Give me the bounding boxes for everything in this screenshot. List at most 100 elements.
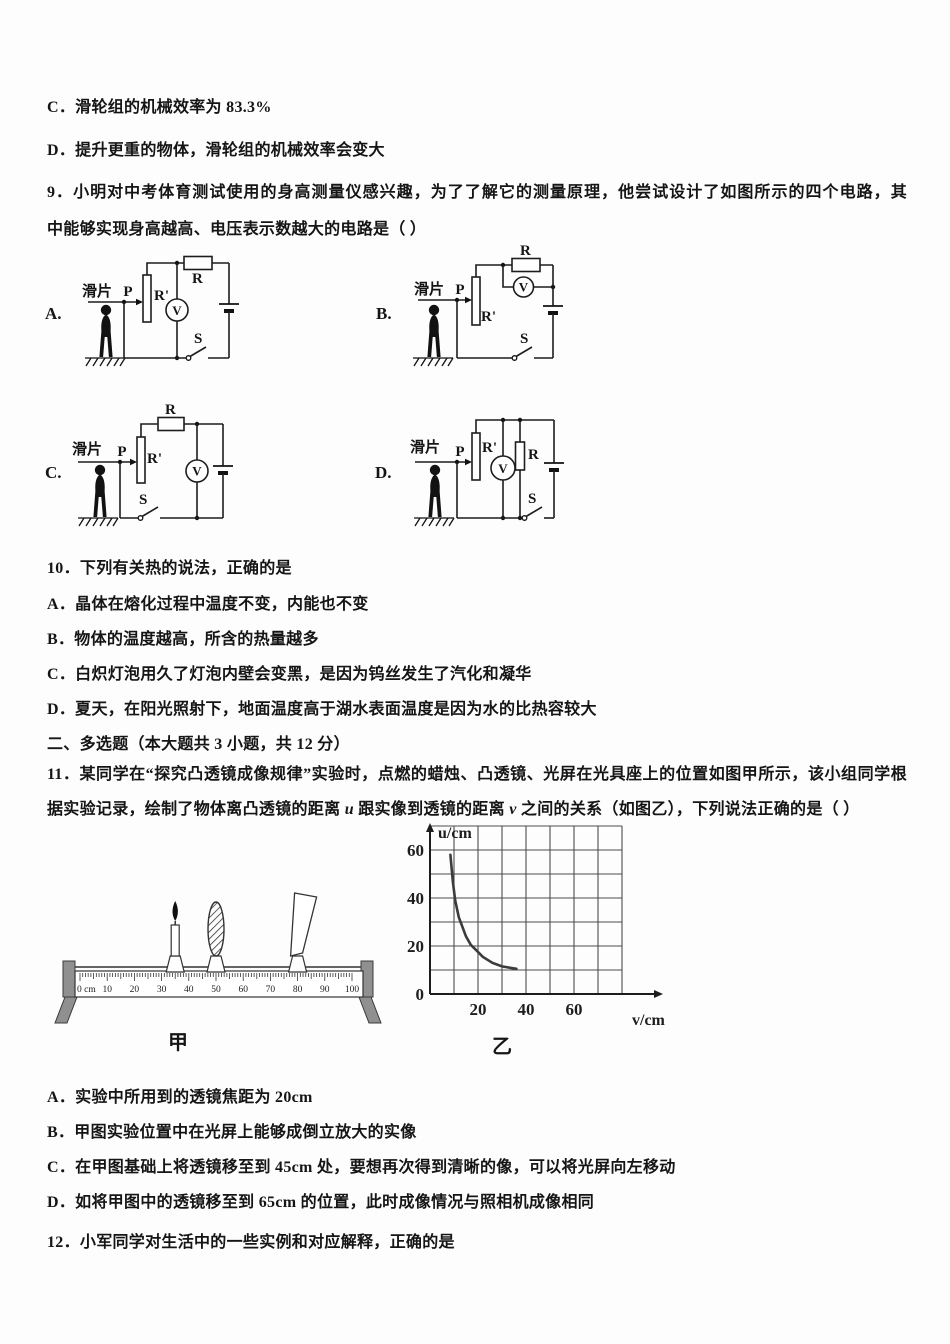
resistor-r	[514, 441, 526, 471]
slider-label: 滑片	[414, 280, 444, 298]
q11-stem-line1: 11．某同学在“探究凸透镜成像规律”实验时，点燃的蜡烛、凸透镜、光屏在光具座上的…	[47, 766, 907, 783]
circuit-a-label: A.	[45, 304, 62, 323]
lens-icon	[206, 901, 226, 973]
q11-option-c: C．在甲图基础上将透镜移至到 45cm 处，要想再次得到清晰的像，可以将光屏向左…	[47, 1159, 676, 1176]
voltmeter-label: V	[192, 464, 202, 479]
switch-icon: S	[511, 331, 553, 361]
switch-label: S	[139, 492, 147, 508]
svg-text:20: 20	[407, 937, 424, 956]
q11-stem-part: 之间的关系（如图乙），下列说法正确的是（ ）	[516, 801, 860, 818]
svg-text:20: 20	[470, 1000, 487, 1019]
r-label: R	[520, 243, 531, 259]
section-2-header: 二、多选题（本大题共 3 小题，共 12 分）	[47, 736, 350, 753]
x-axis-label: v/cm	[632, 1012, 666, 1029]
circuit-b-diagram: B. 滑片 P R' R V S	[376, 243, 563, 367]
person-icon	[428, 464, 442, 517]
circuit-a-diagram: A. 滑片 P R' R V S	[45, 255, 239, 367]
q10-stem: 10．下列有关热的说法，正确的是	[47, 560, 292, 577]
q12-stem: 12．小军同学对生活中的一些实例和对应解释，正确的是	[47, 1234, 455, 1251]
ground-icon	[77, 517, 119, 527]
uv-curve	[449, 853, 518, 971]
p-label: P	[455, 282, 464, 298]
switch-label: S	[194, 331, 202, 347]
r-prime-label: R'	[481, 309, 496, 325]
ground-icon	[413, 517, 455, 527]
u-symbol: u	[344, 801, 354, 818]
q8-option-c: C．滑轮组的机械效率为 83.3%	[47, 99, 272, 116]
circuit-c-label: C.	[45, 463, 62, 482]
r-label: R	[165, 402, 176, 418]
switch-icon: S	[521, 491, 554, 521]
r-prime-label: R'	[482, 440, 497, 456]
q9-stem-line1: 9．小明对中考体育测试使用的身高测量仪感兴趣，为了了解它的测量原理，他尝试设计了…	[47, 184, 907, 201]
resistor-r	[157, 416, 185, 432]
svg-text:50: 50	[211, 985, 221, 995]
slider-arrow-icon	[136, 298, 143, 306]
svg-text:100: 100	[345, 985, 360, 995]
svg-text:0: 0	[416, 985, 425, 1004]
q10-option-b: B．物体的温度越高，所含的热量越多	[47, 631, 319, 648]
battery-icon	[543, 265, 563, 358]
slider-arrow-icon	[465, 458, 472, 466]
battery-icon	[544, 420, 564, 518]
r-label: R	[192, 271, 203, 287]
voltmeter-label: V	[498, 461, 508, 476]
q10-option-c: C．白炽灯泡用久了灯泡内壁会变黑，是因为钨丝发生了汽化和凝华	[47, 666, 532, 683]
r-prime-label: R'	[154, 288, 169, 304]
circuit-d-diagram: D. 滑片 P R' V R	[375, 417, 564, 527]
svg-text:10: 10	[102, 985, 112, 995]
resistor-r-prime	[471, 432, 481, 481]
voltmeter-label: V	[172, 303, 182, 318]
r-prime-label: R'	[147, 451, 162, 467]
q11-stem-part: 据实验记录，绘制了物体离凸透镜的距离	[47, 801, 345, 818]
r-label: R	[528, 447, 539, 463]
v-symbol: v	[509, 801, 517, 818]
resistor-r	[511, 257, 541, 273]
svg-text:70: 70	[266, 985, 276, 995]
q11-stem-part: 跟实像到透镜的距离	[353, 801, 510, 818]
q11-option-b: B．甲图实验位置中在光屏上能够成倒立放大的实像	[47, 1124, 417, 1141]
q10-option-a: A．晶体在熔化过程中温度不变，内能也不变	[47, 596, 369, 613]
circuit-c-diagram: C. 滑片 P R' R V S	[45, 402, 233, 527]
person-icon	[99, 304, 113, 357]
svg-text:40: 40	[407, 889, 424, 908]
circuit-b-label: B.	[376, 304, 392, 323]
svg-text:30: 30	[157, 985, 167, 995]
switch-icon: S	[137, 492, 223, 521]
slider-label: 滑片	[82, 282, 112, 300]
p-label: P	[455, 444, 464, 460]
q9-stem-line2: 中能够实现身高越高、电压表示数越大的电路是（ ）	[47, 221, 427, 238]
p-label: P	[123, 284, 132, 300]
slider-arrow-icon	[130, 458, 137, 466]
screen-icon	[287, 892, 318, 973]
bench-left-post	[62, 960, 76, 998]
svg-text:40: 40	[184, 985, 194, 995]
svg-text:20: 20	[130, 985, 140, 995]
slider-label: 滑片	[72, 440, 102, 458]
bench-left-leg	[54, 996, 78, 1024]
svg-text:60: 60	[407, 841, 424, 860]
q10-option-d: D．夏天，在阳光照射下，地面温度高于湖水表面温度是因为水的比热容较大	[47, 701, 597, 718]
p-label: P	[117, 444, 126, 460]
bench-right-leg	[358, 996, 382, 1024]
switch-icon: S	[185, 331, 229, 361]
q11-option-a: A．实验中所用到的透镜焦距为 20cm	[47, 1089, 313, 1106]
ground-icon	[412, 357, 454, 367]
resistor-r-prime	[142, 274, 152, 323]
battery-icon	[213, 424, 233, 518]
person-icon	[93, 464, 107, 517]
slider-arrow-icon	[465, 296, 472, 304]
figure-jia-label: 甲	[168, 1032, 188, 1054]
ground-icon	[84, 357, 126, 367]
svg-text:80: 80	[293, 985, 303, 995]
resistor-r	[183, 255, 213, 271]
voltmeter-label: V	[519, 280, 529, 295]
slider-label: 滑片	[410, 438, 440, 456]
resistor-r-prime	[471, 276, 481, 326]
switch-label: S	[520, 331, 528, 347]
battery-icon	[219, 263, 239, 358]
y-axis-label: u/cm	[438, 825, 472, 842]
circuit-d-label: D.	[375, 463, 392, 482]
